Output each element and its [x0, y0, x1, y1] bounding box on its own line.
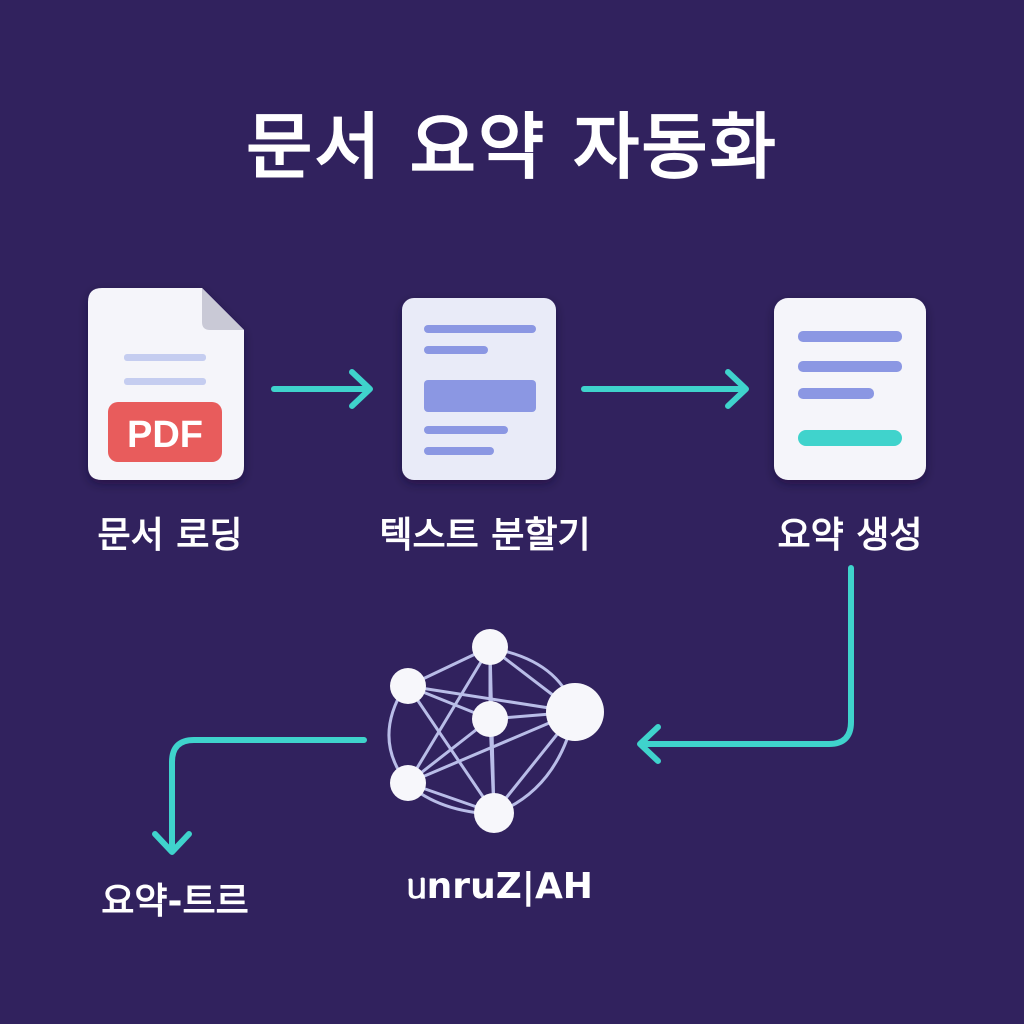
arrow-split-to-generate — [581, 369, 749, 409]
step-label-summary-generate: 요약 생성 — [777, 515, 923, 556]
arrow-model-to-chain — [152, 737, 367, 855]
text-document-icon — [402, 298, 556, 480]
pdf-badge — [108, 402, 222, 462]
step-label-summary-chain: 요약-트르 — [101, 881, 249, 922]
summary-document-icon — [774, 298, 926, 480]
arrow-load-to-split — [271, 369, 373, 409]
arrow-generate-to-model — [637, 565, 854, 764]
step-label-document-load: 문서 로딩 — [97, 515, 243, 556]
page-title: 문서 요약 자동화 — [246, 105, 778, 189]
pdf-file-icon: PDF — [88, 288, 244, 480]
summary-highlight-bar — [798, 430, 902, 446]
neural-network-icon — [387, 629, 604, 833]
pdf-badge-text: PDF — [127, 414, 203, 456]
step-label-model: ᥙnruZ|AH — [407, 866, 593, 907]
step-label-text-splitter: 텍스트 분할기 — [379, 515, 591, 556]
